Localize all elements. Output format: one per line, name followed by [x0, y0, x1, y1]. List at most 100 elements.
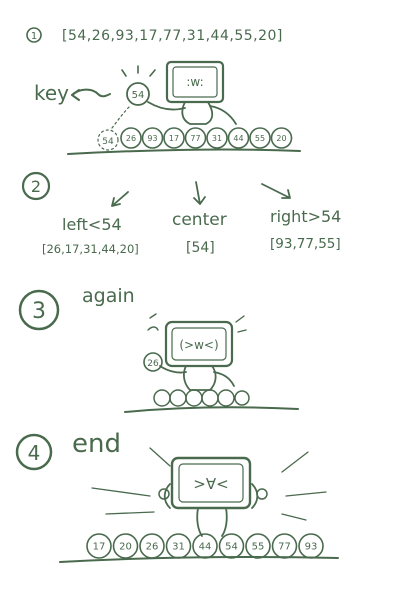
robot-hand-left	[158, 488, 170, 500]
robot-arm-left	[147, 101, 186, 111]
ball-value: 17	[93, 542, 106, 553]
robot-face: >∀<	[193, 475, 228, 493]
ball-value: 17	[169, 134, 179, 143]
again-label: again	[82, 285, 135, 307]
blank-ball	[234, 390, 250, 406]
blank-ball	[217, 389, 235, 407]
number-ball	[120, 127, 142, 149]
ground-line	[124, 406, 299, 413]
array-row: 26 93 17 77 31 44 55 20	[120, 127, 293, 149]
burst-line	[105, 511, 155, 515]
panel-3: 3 again (>w<) 26	[18, 285, 299, 413]
robot-hand-right	[256, 488, 268, 500]
number-ball	[270, 127, 293, 149]
blank-ball	[169, 389, 187, 407]
sweat-marks	[147, 313, 247, 333]
number-ball	[141, 127, 164, 149]
pivot-ball	[126, 82, 150, 106]
robot-screen	[172, 66, 218, 98]
ball-value: 93	[305, 542, 318, 553]
robot-body	[196, 507, 228, 537]
step-4-number: 4	[28, 441, 41, 465]
ground-line	[59, 556, 339, 563]
burst-line	[285, 491, 327, 497]
celebration-lines	[91, 447, 327, 521]
blank-ball	[153, 389, 171, 407]
panel-1: 1 [54,26,93,17,77,31,44,55,20] key 54 :w…	[26, 27, 301, 155]
robot-face: :w:	[186, 75, 203, 89]
step-1-number: 1	[31, 31, 37, 42]
ground-line	[67, 148, 301, 155]
ball-value: 77	[278, 542, 291, 553]
right-label: right>54	[270, 207, 341, 226]
robot-arm-right	[209, 105, 237, 125]
pivot-sparkle	[121, 65, 156, 77]
step-4-circle	[15, 433, 53, 471]
robot-screen	[171, 327, 227, 361]
number-ball	[86, 533, 112, 559]
pivot-value: 54	[132, 90, 145, 101]
number-ball	[218, 533, 245, 559]
held-value: 26	[147, 359, 159, 369]
key-arrow-head	[71, 89, 80, 101]
blank-ball	[201, 389, 219, 407]
key-arrow	[71, 88, 111, 98]
ball-value: 54	[225, 542, 238, 553]
robot-head	[165, 60, 225, 104]
held-ball	[143, 352, 163, 372]
robot-face: (>w<)	[179, 338, 218, 352]
ball-value: 55	[255, 134, 265, 143]
number-ball	[249, 127, 271, 149]
ball-value: 20	[119, 542, 132, 553]
input-array: [54,26,93,17,77,31,44,55,20]	[62, 28, 283, 44]
burst-line	[281, 451, 309, 473]
step-3-number: 3	[32, 299, 46, 324]
key-label: key	[34, 81, 69, 105]
ball-value: 31	[212, 134, 222, 143]
ball-value: 20	[276, 134, 286, 143]
number-ball	[245, 533, 271, 559]
ghost-value: 54	[102, 137, 114, 147]
step-2-circle	[21, 171, 51, 201]
end-label: end	[72, 429, 121, 459]
ball-value: 93	[147, 134, 157, 143]
robot-head	[164, 320, 234, 368]
right-partition: [93,77,55]	[270, 236, 341, 252]
robot-body	[181, 101, 214, 125]
left-label: left<54	[62, 215, 122, 234]
number-ball	[163, 127, 185, 149]
blank-ball	[185, 389, 203, 407]
robot-screen	[178, 463, 244, 503]
blank-balls	[153, 389, 250, 407]
burst-line	[281, 513, 307, 521]
sorted-row: 17 20 26 31 44 54 55 77 93	[86, 533, 324, 559]
number-ball	[227, 127, 250, 149]
robot-head	[170, 456, 252, 510]
robot-body	[183, 365, 217, 391]
ball-value: 55	[252, 542, 265, 553]
burst-line	[149, 447, 171, 467]
center-arrow	[193, 181, 206, 205]
number-ball	[206, 127, 228, 149]
step-3-circle	[18, 289, 60, 331]
panel-2: 2 left<54 center right>54 [26,17,31,44,2…	[21, 171, 341, 256]
left-partition: [26,17,31,44,20]	[42, 242, 139, 256]
panel-4: 4 end >∀< 17 20 26 31 44 54 55 77 93	[15, 429, 339, 563]
right-arrow	[261, 183, 291, 199]
left-arrow	[111, 191, 129, 207]
ball-value: 77	[190, 134, 200, 143]
ball-value: 26	[126, 134, 136, 143]
ball-value: 26	[146, 542, 159, 553]
ghost-arrow	[111, 105, 131, 129]
robot-arm-right	[213, 371, 235, 387]
ball-value: 44	[233, 134, 243, 143]
robot-arm-left	[159, 365, 187, 374]
ball-value: 31	[172, 542, 185, 553]
number-ball	[184, 127, 207, 149]
number-ball	[112, 533, 139, 559]
ball-value: 44	[199, 542, 212, 553]
center-partition: [54]	[186, 240, 215, 256]
center-label: center	[172, 210, 227, 230]
ghost-slot	[97, 129, 119, 151]
